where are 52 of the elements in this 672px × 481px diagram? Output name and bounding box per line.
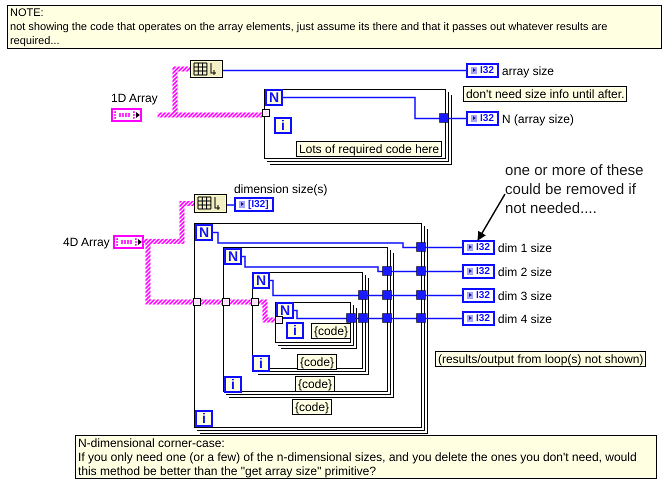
wire xyxy=(158,112,264,118)
loop-terminal: i xyxy=(286,322,304,339)
terminal-label: dim 4 size xyxy=(498,312,552,326)
terminal-label: 1D Array xyxy=(111,91,158,105)
wire xyxy=(223,70,466,72)
terminal-label: dimension size(s) xyxy=(234,182,328,196)
indicator-terminal: I32 xyxy=(462,240,495,255)
comment-box xyxy=(7,5,662,49)
loop-terminal: i xyxy=(224,376,242,393)
indicator-terminal: I32 xyxy=(462,311,495,326)
comment-text: Lots of required code here xyxy=(296,141,442,157)
terminal-label: dim 2 size xyxy=(498,264,552,278)
indicator-terminal: I32 xyxy=(462,264,495,279)
comment-text: (results/output from loop(s) not shown) xyxy=(435,351,646,367)
indicator-terminal: I32 xyxy=(466,63,499,78)
arrow xyxy=(477,194,506,241)
wire xyxy=(242,256,462,272)
terminal-label: array size xyxy=(502,64,554,78)
comment-heading: N-dimensional corner-case: xyxy=(78,436,226,450)
comment-text: {code} xyxy=(292,399,332,415)
loop-terminal: N xyxy=(276,302,294,319)
comment-text: don't need size info until after. xyxy=(463,86,628,102)
wire xyxy=(294,310,462,320)
terminal-label: dim 3 size xyxy=(498,288,552,302)
loop-terminal: N xyxy=(195,224,213,241)
comment-heading: NOTE: xyxy=(10,6,45,20)
wire xyxy=(270,280,462,296)
array-size-function-icon xyxy=(194,194,227,213)
annotation-text: one or more of these could be removed if not needed.... xyxy=(505,161,650,218)
wire xyxy=(213,232,462,248)
comment-text: {code} xyxy=(297,354,338,370)
loop-terminal: i xyxy=(274,117,292,134)
terminal-label: 4D Array xyxy=(63,234,110,249)
wire xyxy=(283,96,466,120)
comment-box xyxy=(75,435,657,479)
loop-terminal: i xyxy=(252,355,270,372)
wire xyxy=(144,238,194,304)
indicator-terminal: [I32] xyxy=(234,197,274,212)
comment-text: {code} xyxy=(311,323,352,339)
terminal-label: dim 1 size xyxy=(498,240,552,254)
comment-text: {code} xyxy=(295,376,336,392)
wire xyxy=(227,204,234,206)
comment-text: If you only need one (or a few) of the n-dimensional sizes, and you delete the ones you don't need, would this method be better than the "get array size" primitive? xyxy=(78,450,638,478)
terminal-label: N (array size) xyxy=(502,112,574,126)
comment-text: not showing the code that operates on the array elements, just assume its there and that it passes out whatever results are required... xyxy=(10,20,608,48)
indicator-terminal: I32 xyxy=(466,111,499,126)
loop-terminal: N xyxy=(224,248,242,265)
loop-terminal: i xyxy=(195,410,213,427)
loop-terminal: N xyxy=(265,89,283,106)
loop-terminal: N xyxy=(252,272,270,289)
indicator-terminal: I32 xyxy=(462,288,495,303)
array-size-function-icon xyxy=(190,60,223,78)
